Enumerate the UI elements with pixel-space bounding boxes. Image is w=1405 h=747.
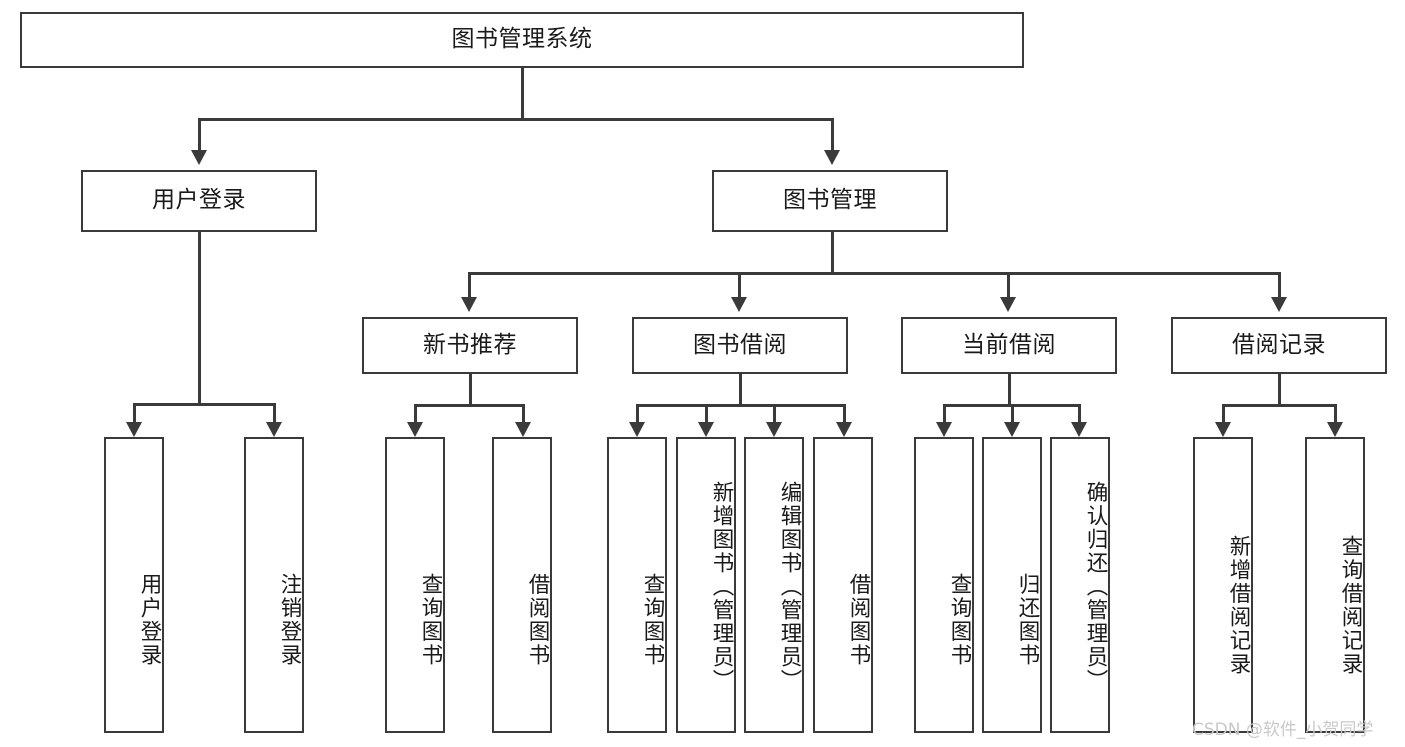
edge-current-borrow-child-1 [943,404,946,424]
node-label: 图书借阅 [693,331,787,358]
edge-new-book-stem [469,374,472,406]
node-root-system[interactable]: 图书管理系统 [20,12,1024,68]
arrowhead-current-borrow-child-1 [936,422,952,437]
node-label: 查询借阅记录 [1338,534,1363,676]
node-user-login[interactable]: 用户登录 [81,170,317,232]
node-label: 确认归还（管理员） [1083,481,1108,693]
leaf-borrow-record-add-record[interactable]: 新增借阅记录 [1193,437,1253,733]
node-book-borrow[interactable]: 图书借阅 [632,317,848,374]
arrowhead-borrow-record-child-2 [1327,422,1343,437]
node-label: 用户登录 [152,187,246,214]
edge-book-manage-child-4 [1278,272,1281,300]
arrowhead-current-borrow-child-3 [1071,422,1087,437]
edge-root-stem [521,68,524,120]
edge-current-borrow-stem [1008,374,1011,406]
arrowhead-book-manage [824,150,840,165]
arrowhead-borrow-record-child-1 [1215,422,1231,437]
node-current-borrow[interactable]: 当前借阅 [901,317,1117,374]
edge-borrow-record-child-1 [1222,404,1225,424]
leaf-current-borrow-query-book[interactable]: 查询图书 [914,437,974,733]
leaf-book-borrow-edit-book-admin[interactable]: 编辑图书（管理员） [744,437,804,733]
arrowhead-book-borrow-child-4 [836,422,852,437]
node-label: 编辑图书（管理员） [777,481,802,693]
node-label: 借阅图书 [846,573,871,667]
leaf-new-book-query-book[interactable]: 查询图书 [385,437,445,733]
leaf-book-borrow-query-book[interactable]: 查询图书 [607,437,667,733]
leaf-book-borrow-add-book-admin[interactable]: 新增图书（管理员） [676,437,736,733]
node-borrow-record[interactable]: 借阅记录 [1171,317,1387,374]
edge-book-borrow-child-1 [636,404,639,424]
edge-to-user-login [198,118,201,153]
edge-borrow-record-bus [1222,404,1336,407]
edge-current-borrow-child-3 [1078,404,1081,424]
node-label: 新增图书（管理员） [709,481,734,693]
edge-book-manage-child-1 [468,272,471,300]
arrowhead-user-login [191,150,207,165]
node-label: 图书管理 [783,187,877,214]
arrowhead-level3-4 [1271,297,1287,312]
node-label: 新增借阅记录 [1226,534,1251,676]
leaf-borrow-record-query-record[interactable]: 查询借阅记录 [1305,437,1365,733]
arrowhead-new-book-child-1 [407,422,423,437]
arrowhead-book-borrow-child-3 [766,422,782,437]
edge-borrow-record-stem [1278,374,1281,406]
node-new-book-recommend[interactable]: 新书推荐 [362,317,578,374]
edge-new-book-bus [414,404,524,407]
edge-book-manage-bus [468,272,1280,275]
node-label: 图书管理系统 [451,26,593,53]
node-label: 归还图书 [1015,573,1040,667]
edge-user-login-child-2 [273,403,276,425]
node-label: 新书推荐 [423,331,517,358]
leaf-book-borrow-borrow-book[interactable]: 借阅图书 [813,437,873,733]
arrowhead-level3-3 [1000,297,1016,312]
edge-book-borrow-child-2 [705,404,708,424]
edge-to-book-manage [831,118,834,153]
edge-book-borrow-child-3 [773,404,776,424]
edge-new-book-child-1 [414,404,417,424]
node-book-management[interactable]: 图书管理 [712,170,948,232]
leaf-new-book-borrow-book[interactable]: 借阅图书 [492,437,552,733]
leaf-current-borrow-return-book[interactable]: 归还图书 [982,437,1042,733]
node-label: 当前借阅 [962,331,1056,358]
edge-book-borrow-stem [739,374,742,406]
arrowhead-level3-2 [731,297,747,312]
node-label: 借阅图书 [525,573,550,667]
edge-book-borrow-bus [636,404,846,407]
edge-user-login-stem [198,232,201,405]
edge-book-manage-stem [831,232,834,274]
arrowhead-book-borrow-child-1 [629,422,645,437]
csdn-watermark: CSDN @软件_小贺同学 [1192,720,1374,740]
arrowhead-user-login-child-1 [126,422,142,437]
node-label: 查询图书 [947,573,972,667]
arrowhead-user-login-child-2 [266,422,282,437]
node-label: 用户登录 [137,573,162,667]
arrowhead-level3-1 [461,297,477,312]
leaf-user-login-logout[interactable]: 注销登录 [244,437,304,733]
edge-current-borrow-child-2 [1011,404,1014,424]
node-label: 借阅记录 [1232,331,1326,358]
edge-new-book-child-2 [522,404,525,424]
edge-borrow-record-child-2 [1334,404,1337,424]
edge-book-borrow-child-4 [843,404,846,424]
edge-book-manage-child-3 [1007,272,1010,300]
arrowhead-book-borrow-child-2 [698,422,714,437]
edge-root-bus [198,118,834,121]
arrowhead-new-book-child-2 [515,422,531,437]
leaf-current-borrow-confirm-return-admin[interactable]: 确认归还（管理员） [1050,437,1110,733]
node-label: 查询图书 [640,573,665,667]
edge-user-login-bus [133,403,273,406]
leaf-user-login-login[interactable]: 用户登录 [104,437,164,733]
arrowhead-current-borrow-child-2 [1004,422,1020,437]
edge-book-manage-child-2 [738,272,741,300]
edge-user-login-child-1 [133,403,136,425]
node-label: 查询图书 [418,573,443,667]
node-label: 注销登录 [277,573,302,667]
